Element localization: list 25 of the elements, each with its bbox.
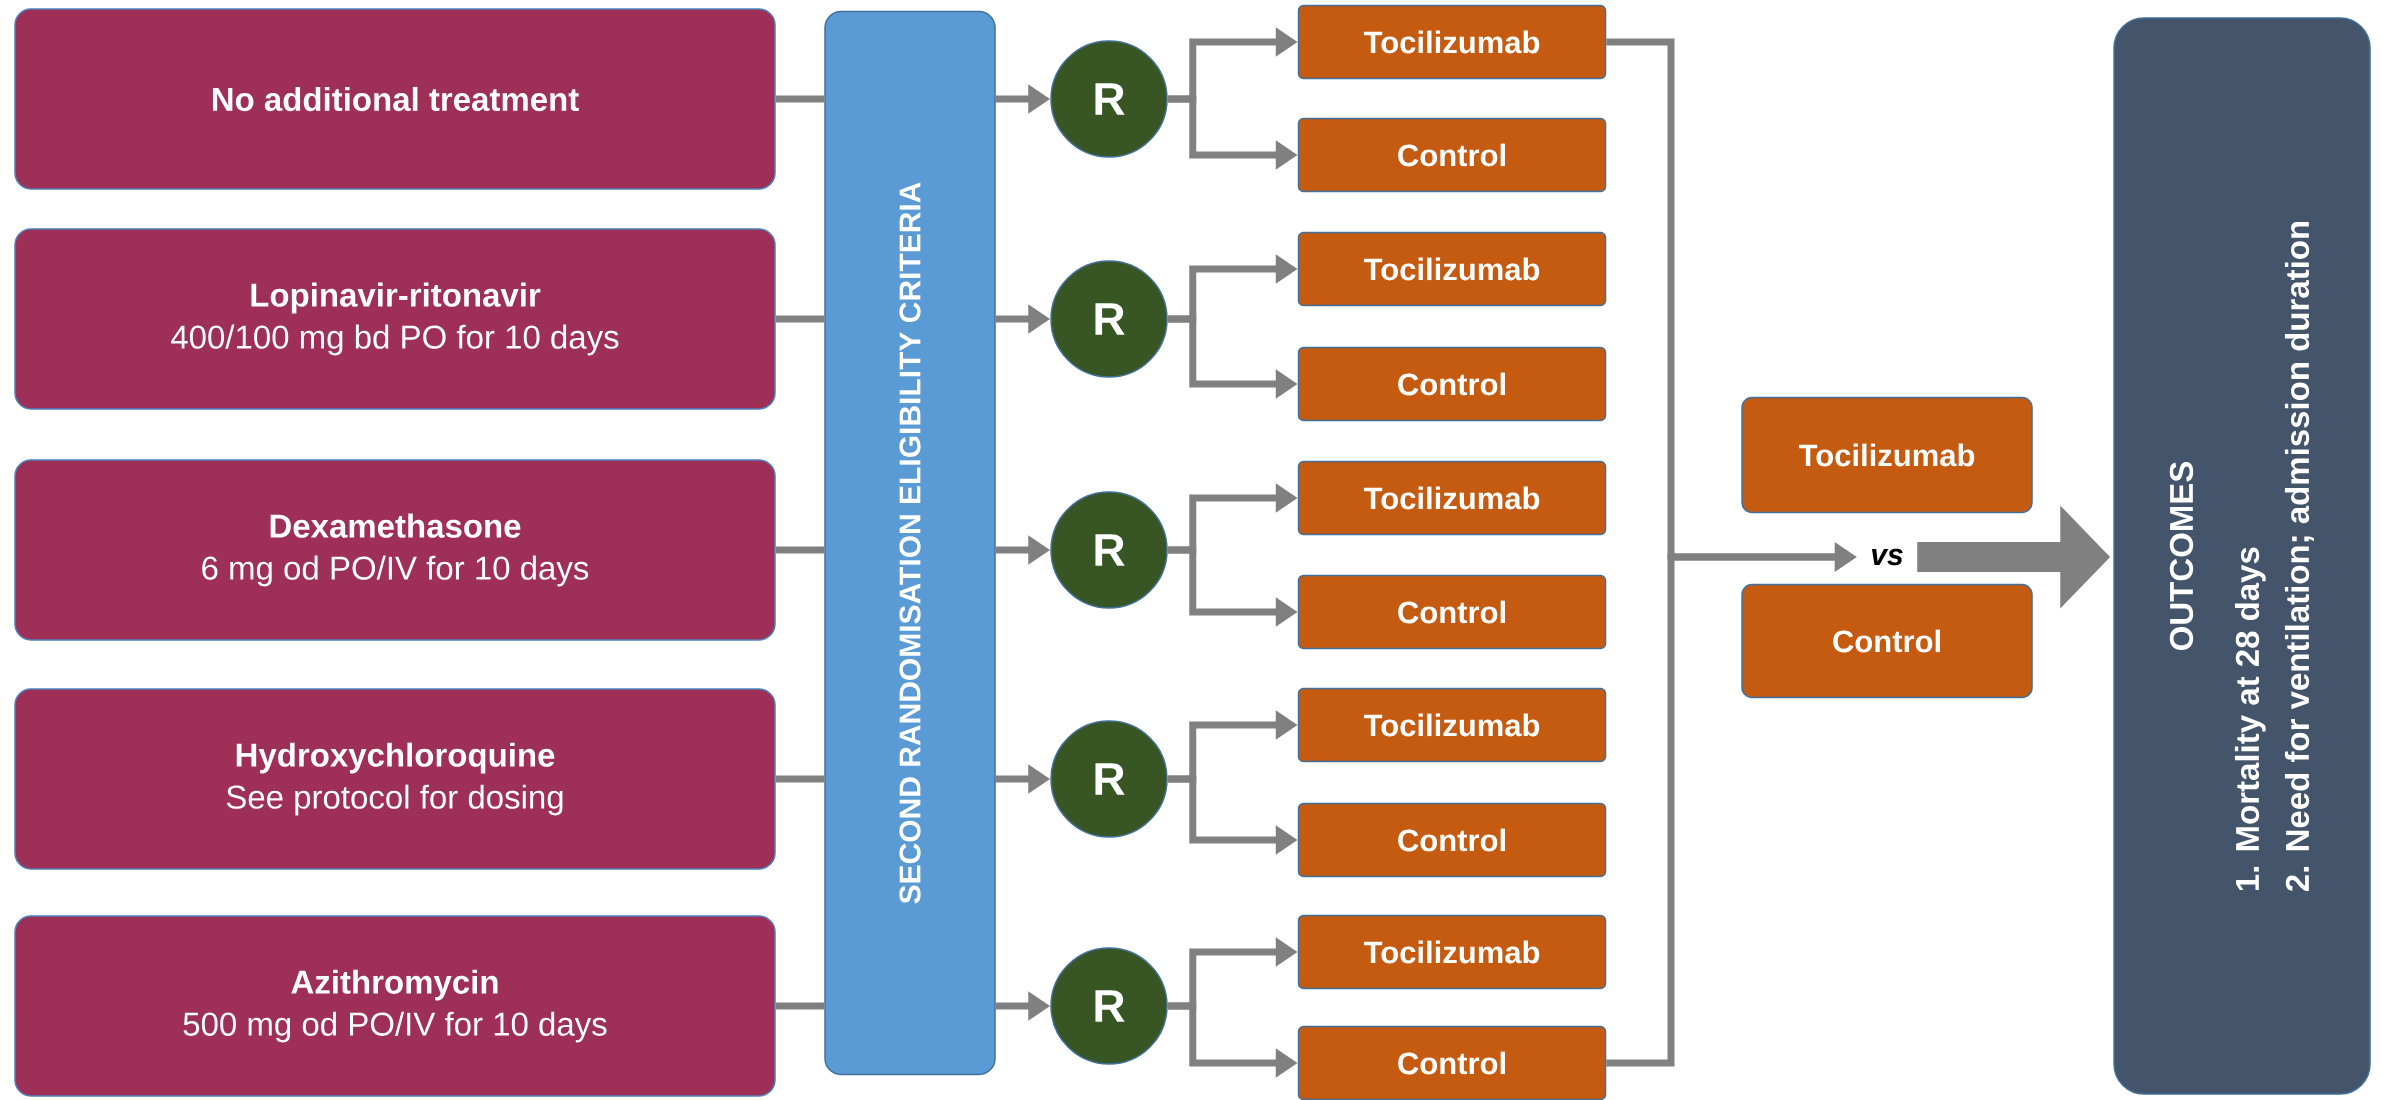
treatment-box: Control xyxy=(1297,346,1607,422)
vs-text: vs xyxy=(1871,548,1903,566)
treatment-box: Tocilizumab xyxy=(1297,231,1607,307)
outcomes-box: OUTCOMES 1. Mortality at 28 days 2. Need for ventilation; admission duration xyxy=(2113,17,2371,1095)
treatment-box: Control xyxy=(1297,574,1607,650)
connector-line xyxy=(775,775,825,783)
arm-box: Lopinavir-ritonavir 400/100 mg bd PO for 10 days xyxy=(14,228,776,410)
treatment-box: Tocilizumab xyxy=(1297,460,1607,536)
arm-box: Dexamethasone 6 mg od PO/IV for 10 days xyxy=(14,459,776,641)
treatment-box: Tocilizumab xyxy=(1741,396,2033,514)
treatment-box: Tocilizumab xyxy=(1297,4,1607,80)
criteria-bar: SECOND RANDOMISATION ELIGIBILITY CRITERIA xyxy=(824,10,996,1076)
arm-box: No additional treatment xyxy=(14,8,776,190)
connector-line xyxy=(775,315,825,323)
arm-box: Azithromycin 500 mg od PO/IV for 10 days xyxy=(14,915,776,1097)
treatment-box: Control xyxy=(1741,583,2033,699)
connector-line xyxy=(775,546,825,554)
treatment-box: Control xyxy=(1297,117,1607,193)
connector-line xyxy=(775,1002,825,1010)
arm-box: Hydroxychloroquine See protocol for dosing xyxy=(14,688,776,870)
connector-line xyxy=(775,95,825,103)
treatment-box: Tocilizumab xyxy=(1297,914,1607,990)
treatment-box: Control xyxy=(1297,1025,1607,1100)
treatment-box: Tocilizumab xyxy=(1297,687,1607,763)
treatment-box: Control xyxy=(1297,802,1607,878)
